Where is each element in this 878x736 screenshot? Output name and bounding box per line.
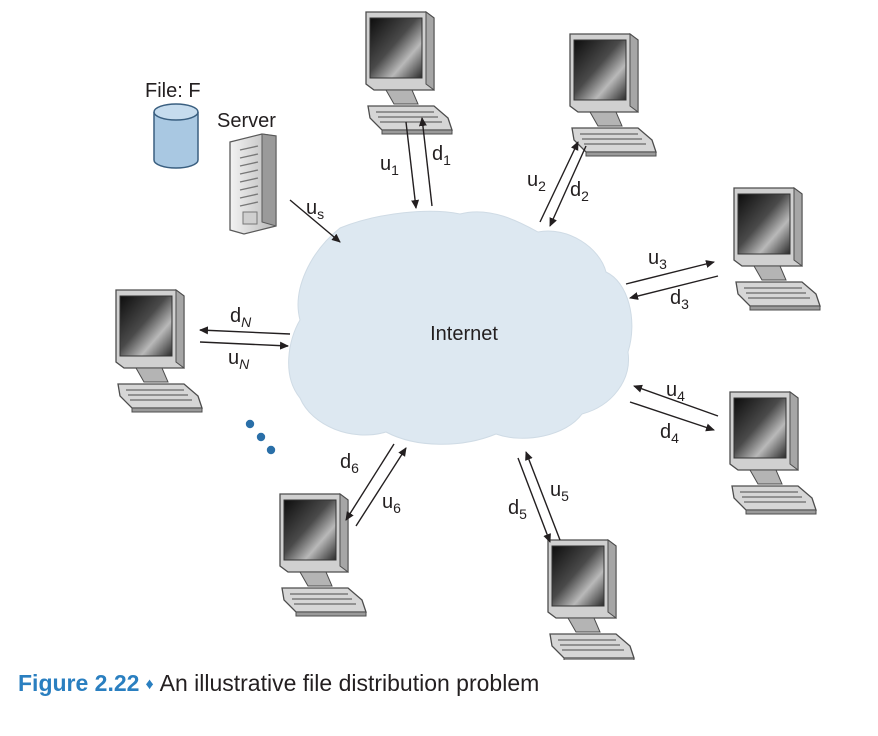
internet-label: Internet [430, 323, 498, 345]
peer-3-computer-icon [733, 187, 821, 311]
u5-arrow [525, 451, 561, 541]
u6-arrow [355, 447, 407, 527]
peer-1-computer-icon [365, 11, 453, 135]
u4-label: u4 [666, 379, 685, 404]
u3-arrow [625, 260, 715, 285]
d4-label: d4 [660, 421, 679, 446]
dn-label: dN [230, 305, 252, 330]
d6-arrow [345, 443, 395, 521]
internet-cloud [288, 210, 633, 445]
figure-caption: Figure 2.22 ♦ An illustrative file distrib… [18, 670, 539, 697]
diamond-icon: ♦ [145, 676, 154, 693]
d2-label: d2 [570, 179, 589, 204]
us-label: us [306, 197, 324, 222]
peer-n-computer-icon [115, 289, 203, 413]
u1-arrow [418, 117, 433, 207]
d5-label: d5 [508, 497, 527, 522]
d5-arrow [517, 457, 551, 543]
file-cylinder-icon [153, 103, 199, 169]
u3-label: u3 [648, 247, 667, 272]
u2-label: u2 [527, 169, 546, 194]
caption-text: An illustrative file distribution proble… [159, 670, 540, 696]
server-label: Server [217, 110, 276, 132]
server-upload-arrow [289, 199, 341, 243]
peer-4-computer-icon [729, 391, 817, 515]
d1-arrow [405, 121, 420, 209]
file-label: File: F [145, 80, 201, 102]
d3-arrow [629, 275, 719, 300]
diagram-canvas: Internet File: F Server us u1 d1 u2 d2 u… [115, 11, 821, 660]
peer-2-computer-icon [569, 33, 657, 157]
u5-label: u5 [550, 479, 569, 504]
u2-arrow [539, 141, 579, 223]
peer-5-computer-icon [547, 539, 635, 660]
d1-label: d1 [432, 143, 451, 168]
peer-6-computer-icon [279, 493, 367, 617]
un-label: uN [228, 347, 250, 372]
d6-label: d6 [340, 451, 359, 476]
d3-label: d3 [670, 287, 689, 312]
d4-arrow [629, 401, 715, 432]
u1-label: u1 [380, 153, 399, 178]
server-icon [229, 133, 277, 235]
dn-arrow [199, 326, 291, 335]
un-arrow [199, 341, 289, 350]
d2-arrow [549, 145, 587, 227]
ellipsis-dots-icon [245, 419, 276, 455]
u4-arrow [633, 384, 719, 417]
u6-label: u6 [382, 491, 401, 516]
figure-number: Figure 2.22 [18, 670, 140, 696]
